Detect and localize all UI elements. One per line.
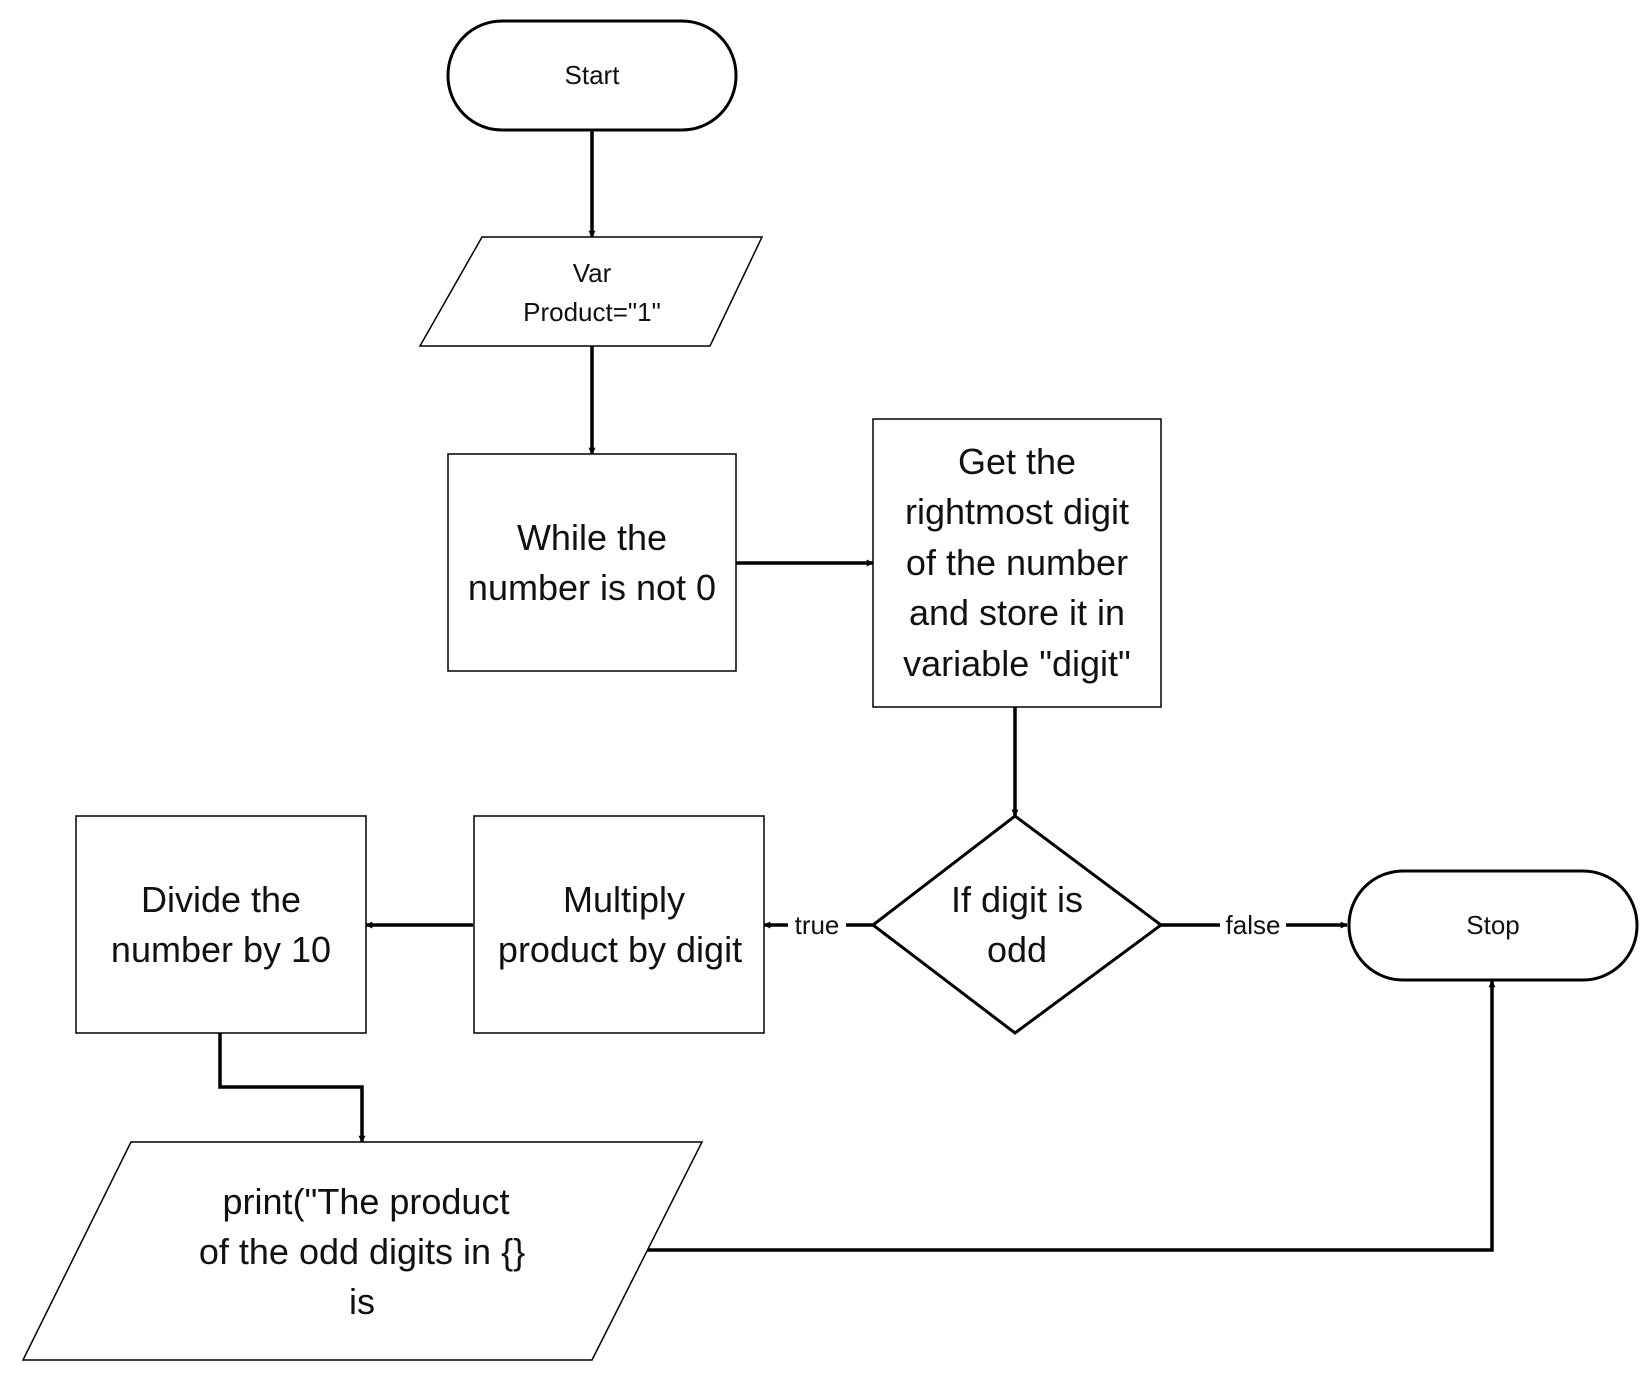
- decision-node: If digit is odd: [870, 814, 1164, 1035]
- multiply-node: Multiply product by digit: [473, 815, 765, 1034]
- edge-divide-to-print: [218, 1033, 366, 1143]
- true-label: true: [795, 910, 840, 940]
- decision-line2: odd: [987, 929, 1047, 970]
- get-digit-line3: of the number: [906, 542, 1128, 583]
- divide-line2: number by 10: [111, 929, 331, 970]
- multiply-line1: Multiply: [563, 879, 685, 920]
- while-loop-node: While the number is not 0: [447, 453, 737, 672]
- get-digit-line2: rightmost digit: [905, 491, 1129, 532]
- var-init-line2: Product="1": [523, 297, 661, 327]
- while-loop-line1: While the: [517, 517, 667, 558]
- print-line1: print("The product: [223, 1181, 510, 1222]
- get-digit-line5: variable "digit": [903, 643, 1131, 684]
- var-init-line1: Var: [573, 258, 612, 288]
- while-loop-line2: number is not 0: [468, 567, 716, 608]
- divide-node: Divide the number by 10: [75, 815, 367, 1034]
- start-label: Start: [565, 60, 621, 90]
- edge-label-true: true: [788, 909, 846, 940]
- decision-line1: If digit is: [951, 879, 1083, 920]
- get-digit-line1: Get the: [958, 441, 1076, 482]
- print-line3: is: [349, 1281, 375, 1322]
- get-digit-line4: and store it in: [909, 592, 1125, 633]
- stop-label: Stop: [1466, 910, 1520, 940]
- print-line2: of the odd digits in {}: [199, 1231, 525, 1272]
- divide-line1: Divide the: [141, 879, 301, 920]
- stop-node: Stop: [1347, 869, 1639, 982]
- false-label: false: [1226, 910, 1281, 940]
- edge-label-false: false: [1220, 909, 1286, 940]
- start-node: Start: [446, 19, 738, 132]
- print-node: print("The product of the odd digits in …: [21, 1141, 704, 1361]
- get-digit-node: Get the rightmost digit of the number an…: [872, 418, 1162, 708]
- multiply-line2: product by digit: [498, 929, 742, 970]
- edge-print-to-stop: [645, 980, 1496, 1252]
- edges: [218, 130, 1496, 1252]
- var-init-node: Var Product="1": [418, 236, 764, 347]
